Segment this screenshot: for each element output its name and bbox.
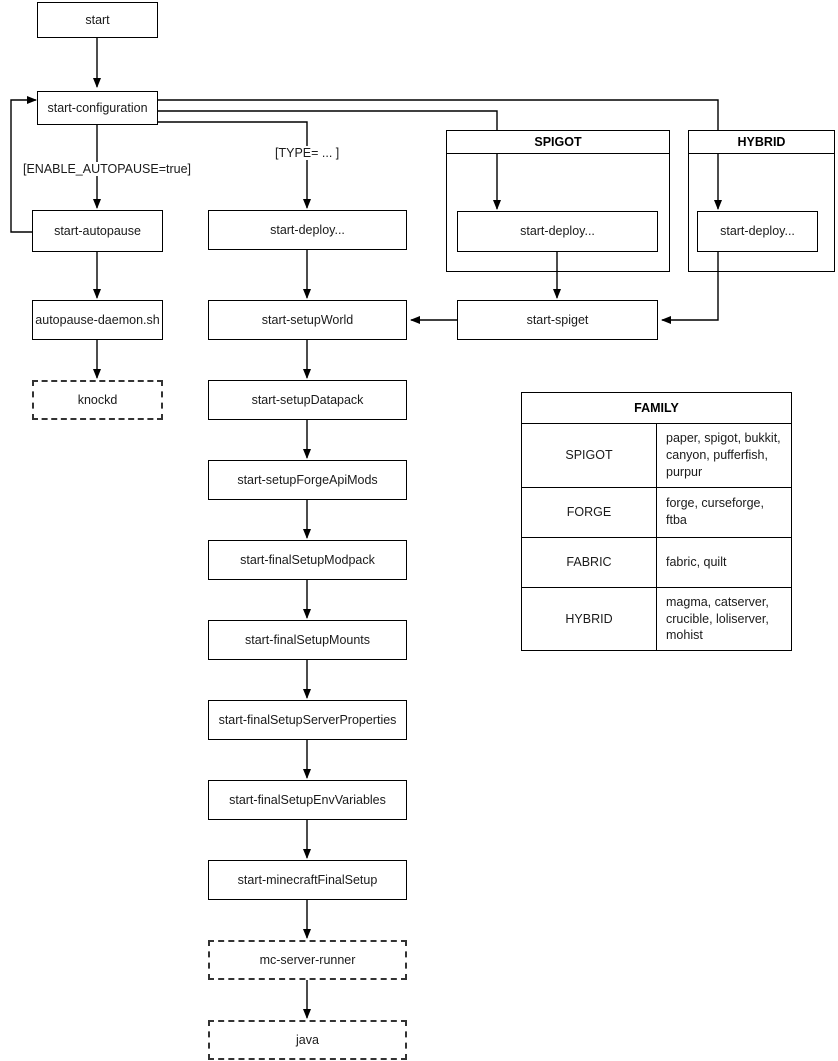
node-start-configuration-label: start-configuration xyxy=(47,100,148,115)
node-start-autopause[interactable]: start-autopause xyxy=(32,210,163,252)
table-row: FABRIC fabric, quilt xyxy=(521,536,792,588)
node-start-minecraftfinalsetup-label: start-minecraftFinalSetup xyxy=(237,872,378,887)
node-java-label: java xyxy=(296,1032,319,1047)
group-spigot-title: SPIGOT xyxy=(447,131,669,154)
node-mc-server-runner-label: mc-server-runner xyxy=(259,952,356,967)
node-start-deploy-main-label: start-deploy... xyxy=(270,222,345,237)
node-start-spiget[interactable]: start-spiget xyxy=(457,300,658,340)
node-start-finalsetupserverproperties[interactable]: start-finalSetupServerProperties xyxy=(208,700,407,740)
edge-label-type-text: [TYPE= ... ] xyxy=(275,146,340,160)
family-value-spigot: paper, spigot, bukkit, canyon, pufferfis… xyxy=(656,423,792,488)
node-start-deploy-hybrid-label: start-deploy... xyxy=(720,224,795,238)
family-key-hybrid: HYBRID xyxy=(521,586,657,652)
node-start-finalsetupenvvariables[interactable]: start-finalSetupEnvVariables xyxy=(208,780,407,820)
edge-label-enable-autopause-text: [ENABLE_AUTOPAUSE=true] xyxy=(23,162,192,176)
node-start-setupforgeapimods-label: start-setupForgeApiMods xyxy=(237,472,378,487)
node-start-finalsetupmounts[interactable]: start-finalSetupMounts xyxy=(208,620,407,660)
node-knockd[interactable]: knockd xyxy=(32,380,163,420)
node-autopause-daemon[interactable]: autopause-daemon.sh xyxy=(32,300,163,340)
node-start-finalsetupenvvariables-label: start-finalSetupEnvVariables xyxy=(229,792,386,807)
node-start-finalsetupmounts-label: start-finalSetupMounts xyxy=(244,632,371,647)
node-start-setupworld-label: start-setupWorld xyxy=(261,312,354,327)
node-start[interactable]: start xyxy=(37,2,158,38)
table-row: SPIGOT paper, spigot, bukkit, canyon, pu… xyxy=(521,423,792,488)
family-legend-header-row: FAMILY xyxy=(521,392,792,424)
node-java[interactable]: java xyxy=(208,1020,407,1060)
node-start-deploy-spigot[interactable]: start-deploy... xyxy=(457,211,658,252)
node-start-configuration[interactable]: start-configuration xyxy=(37,91,158,125)
node-start-finalsetupmodpack[interactable]: start-finalSetupModpack xyxy=(208,540,407,580)
family-value-fabric: fabric, quilt xyxy=(656,536,792,588)
family-legend-table: FAMILY SPIGOT paper, spigot, bukkit, can… xyxy=(521,392,792,652)
family-key-spigot: SPIGOT xyxy=(521,423,657,488)
node-knockd-label: knockd xyxy=(77,392,118,407)
family-legend-header: FAMILY xyxy=(521,392,792,424)
node-start-autopause-label: start-autopause xyxy=(54,223,141,238)
node-start-finalsetupmodpack-label: start-finalSetupModpack xyxy=(240,552,375,567)
node-start-setupdatapack-label: start-setupDatapack xyxy=(251,392,364,407)
node-start-spiget-label: start-spiget xyxy=(526,312,589,327)
node-autopause-daemon-label: autopause-daemon.sh xyxy=(35,312,160,327)
family-key-forge: FORGE xyxy=(521,486,657,538)
node-start-minecraftfinalsetup[interactable]: start-minecraftFinalSetup xyxy=(208,860,407,900)
table-row: FORGE forge, curseforge, ftba xyxy=(521,486,792,538)
node-start-label: start xyxy=(85,12,110,27)
node-start-deploy-spigot-label: start-deploy... xyxy=(520,224,595,238)
node-start-deploy-hybrid[interactable]: start-deploy... xyxy=(697,211,818,252)
edge-label-type: [TYPE= ... ] xyxy=(273,146,342,160)
node-start-finalsetupserverproperties-label: start-finalSetupServerProperties xyxy=(218,712,397,727)
group-hybrid-title: HYBRID xyxy=(689,131,834,154)
node-start-deploy-main[interactable]: start-deploy... xyxy=(208,210,407,250)
edge-label-enable-autopause: [ENABLE_AUTOPAUSE=true] xyxy=(21,162,194,176)
node-start-setupforgeapimods[interactable]: start-setupForgeApiMods xyxy=(208,460,407,500)
family-value-forge: forge, curseforge, ftba xyxy=(656,486,792,538)
node-start-setupworld[interactable]: start-setupWorld xyxy=(208,300,407,340)
node-mc-server-runner[interactable]: mc-server-runner xyxy=(208,940,407,980)
node-start-setupdatapack[interactable]: start-setupDatapack xyxy=(208,380,407,420)
family-value-hybrid: magma, catserver, crucible, loliserver, … xyxy=(656,586,792,652)
family-key-fabric: FABRIC xyxy=(521,536,657,588)
table-row: HYBRID magma, catserver, crucible, lolis… xyxy=(521,586,792,652)
group-hybrid: HYBRID xyxy=(688,130,835,272)
